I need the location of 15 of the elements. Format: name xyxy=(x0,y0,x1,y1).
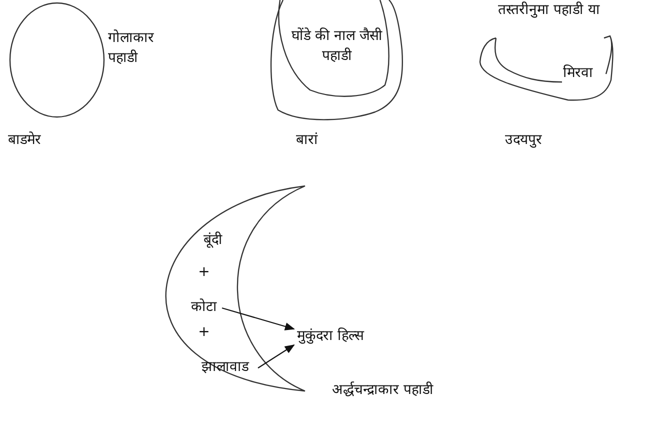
plus-sign: + xyxy=(197,323,211,342)
heading-text: तस्तरीनुमा पहाडी या xyxy=(498,0,601,20)
caption-text: गोलाकार पहाडी xyxy=(108,28,155,68)
arrow xyxy=(222,307,295,330)
place-label: कोटा xyxy=(190,298,218,317)
caption-text: अर्द्धचन्द्राकार पहाडी xyxy=(332,380,434,400)
place-label: मुकुंदरा हिल्स xyxy=(297,326,366,346)
place-label: मिरवा xyxy=(563,64,594,83)
place-label: बूंदी xyxy=(202,230,224,250)
arrow xyxy=(258,344,295,368)
plus-sign: + xyxy=(197,263,211,282)
caption-text: बाडमेर xyxy=(8,130,42,150)
place-label: घोंडे की नाल जैसी पहाडी xyxy=(290,26,384,66)
caption-text: बारां xyxy=(296,131,319,150)
caption-text: उदयपुर xyxy=(505,131,543,150)
